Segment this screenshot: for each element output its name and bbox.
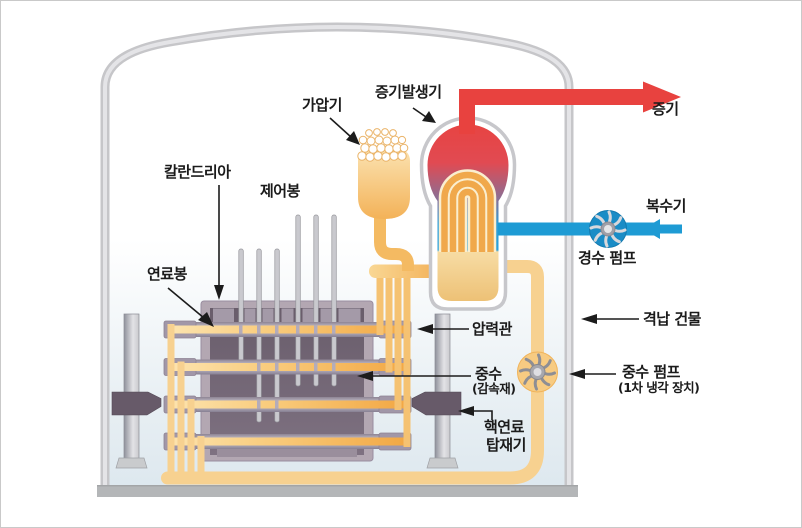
label-pressure-tube: 압력관 [472,320,512,338]
left-feeder-tubes [167,324,205,478]
u-tubes [438,169,497,252]
building-floor [97,485,578,497]
label-pressurizer: 가압기 [302,96,342,114]
fuel-loading-machines [111,391,462,416]
support-pillars [115,313,459,469]
label-light-water-pump: 경수 펌프 [578,249,636,267]
light-water-pump [589,210,627,248]
outlet-header-pipe [369,264,441,278]
control-rods [238,214,337,423]
label-condenser: 복수기 [646,197,686,215]
heavy-water-pump [517,351,558,393]
label-calandria: 칼란드리아 [164,163,231,181]
label-fuel-loader-2: 탑재기 [486,436,526,454]
steam-generator-vessel [419,116,517,311]
label-heavy-water: 중수 [475,365,502,383]
right-feeder-tubes [369,264,441,447]
steam-pipe [459,81,681,134]
label-heavy-water-pump: 중수 펌프 [622,363,680,381]
steam-arrow [643,81,681,113]
label-heavy-water-pump-sub: (1차 냉각 장치) [618,380,700,395]
label-containment: 격납 건물 [643,310,701,328]
pressurizer-vessel [357,128,414,271]
label-steam: 증기 [652,100,679,118]
label-heavy-water-sub: (감속재) [472,381,516,396]
label-steam-generator: 증기발생기 [375,83,442,101]
leader-arrows [167,107,639,420]
label-fuel-loader-1: 핵연료 [484,418,524,436]
steam-bubbles [357,128,409,162]
feedwater-pipe [498,219,682,239]
label-control-rod: 제어봉 [260,182,300,200]
label-fuel-rod: 연료봉 [147,265,187,283]
condenser-arrow [643,219,660,239]
